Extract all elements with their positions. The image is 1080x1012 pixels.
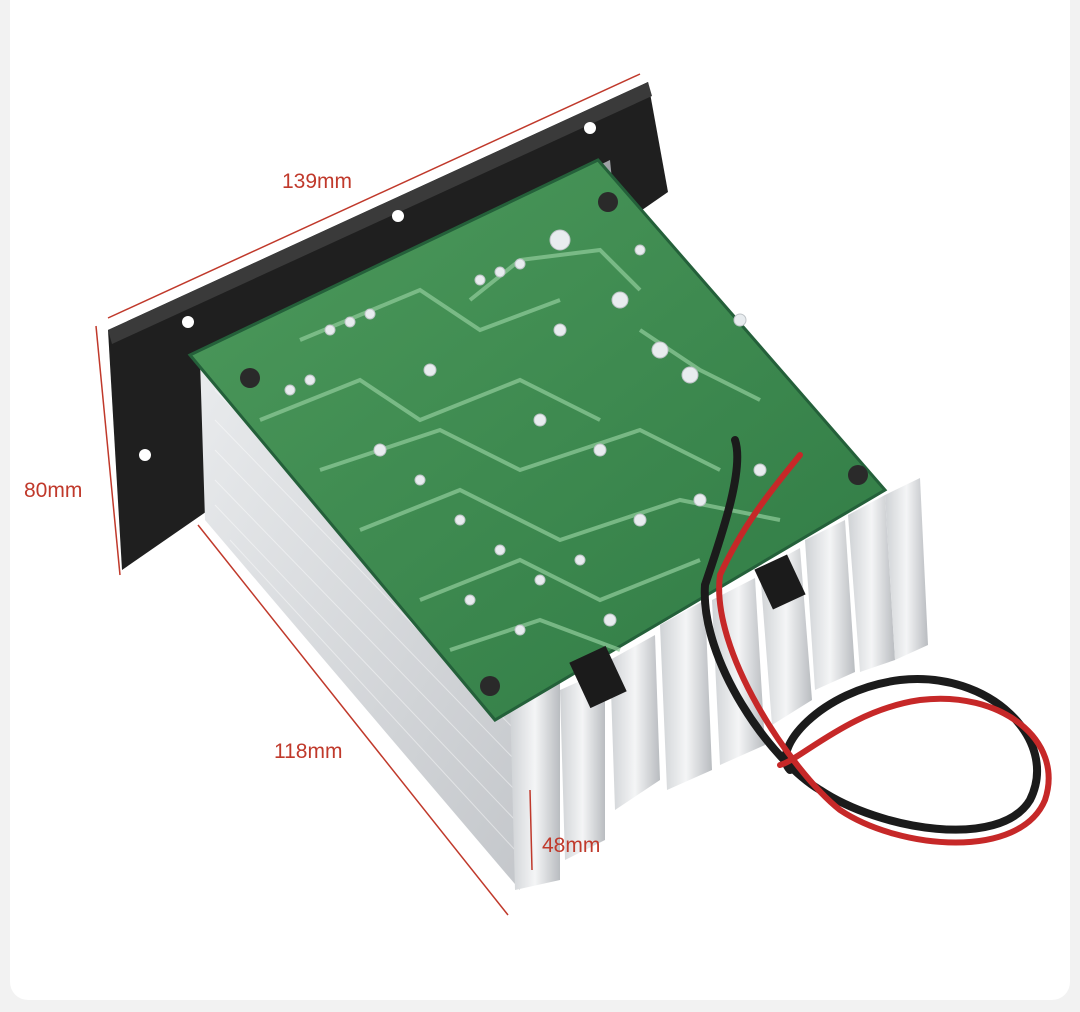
power-wires (700, 436, 1052, 846)
height-label: 80mm (24, 479, 82, 502)
circuit-board (187, 158, 888, 722)
power-transistor (569, 645, 627, 709)
depth-label: 118mm (274, 740, 342, 763)
width-dimension-line (107, 73, 641, 319)
mounting-hole (584, 122, 596, 134)
height-dimension-line (95, 325, 121, 576)
power-transistor (754, 554, 806, 610)
fin-dimension-line (529, 789, 533, 871)
mounting-hole (139, 449, 151, 461)
width-label: 139mm (282, 170, 352, 193)
mounting-hole (392, 210, 404, 222)
pcb-screw (240, 192, 868, 696)
fin-height-label: 48mm (542, 834, 600, 857)
mounting-hole (182, 316, 194, 328)
dimension-lines (95, 73, 641, 916)
depth-dimension-line (197, 524, 509, 916)
